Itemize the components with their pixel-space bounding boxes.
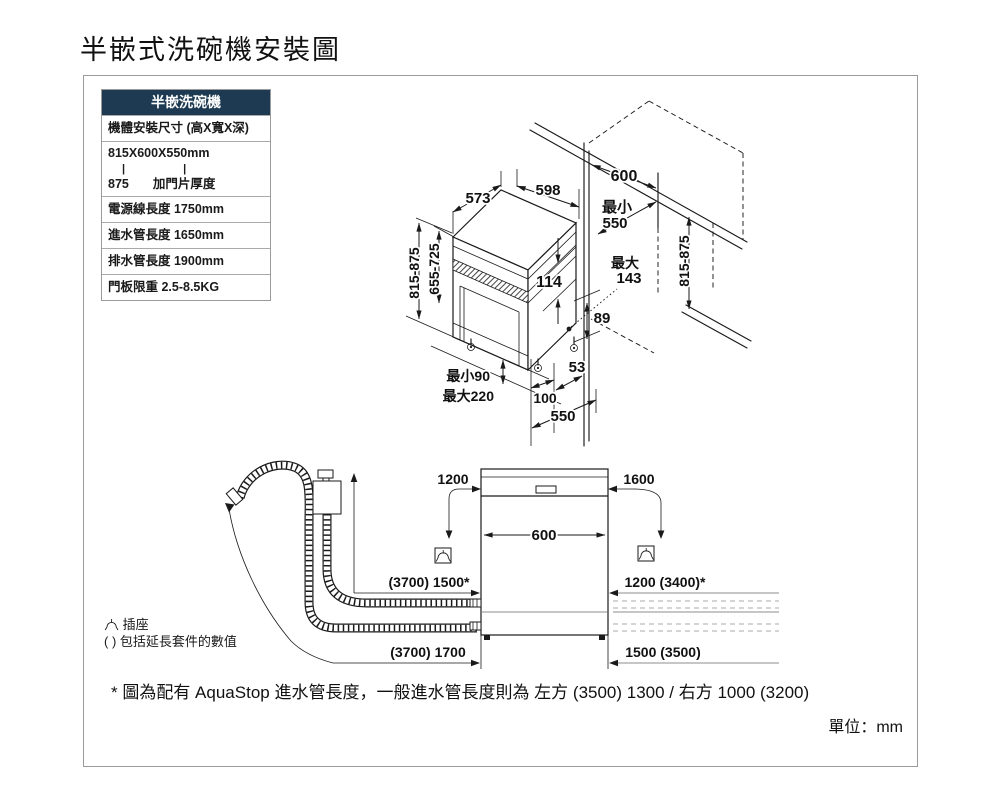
inlet-hose-aquastop — [312, 469, 477, 608]
spec-table: 半嵌洗碗機 機體安裝尺寸 (高X寬X深) 815X600X550mm || 87… — [101, 89, 271, 301]
dim-width-598: 598 — [535, 182, 560, 199]
size-ticks: || — [122, 163, 187, 175]
dim-drain-right: 1500 (3500) — [625, 644, 701, 660]
dim-drain-1700: (3700) 1700 — [390, 644, 466, 660]
legend-socket-line: 插座 — [104, 616, 237, 633]
control-display-icon — [535, 485, 557, 494]
page-title: 半嵌式洗碗機安裝圖 — [80, 35, 341, 65]
dim-cord-1600: 1600 — [623, 471, 654, 487]
size-value: 815X600X550mm — [108, 146, 210, 160]
dim-rear-89: 89 — [594, 310, 611, 327]
dim-base-max220: 最大220 — [443, 388, 495, 404]
spec-row-dim-title: 機體安裝尺寸 (高X寬X深) — [102, 115, 270, 141]
dim-niche-600: 600 — [611, 168, 638, 185]
isometric-installation-diagram: 573 598 600 最小 550 815-875 655-725 114 — [404, 100, 752, 447]
dim-base-min90: 最小90 — [446, 368, 490, 384]
dim-width-600: 600 — [531, 527, 556, 544]
dim-inlet-right: 1200 (3400)* — [625, 574, 707, 590]
foot-right — [599, 635, 605, 640]
dim-conn-100: 100 — [533, 390, 557, 406]
dim-min550-value: 550 — [602, 215, 627, 232]
drain-hose — [225, 460, 477, 633]
dim-cord-1200: 1200 — [437, 471, 468, 487]
dim-height-815-875-left: 815-875 — [406, 247, 422, 299]
dim-height-815-875-right: 815-875 — [676, 235, 692, 287]
spec-row-door-weight: 門板限重 2.5-8.5KG — [102, 274, 270, 300]
spec-row-drain-hose: 排水管長度 1900mm — [102, 248, 270, 274]
plumbing-diagram: 600 1200 1600 — [225, 460, 779, 669]
cord-right-1600: 1600 — [608, 469, 665, 562]
socket-left-icon — [434, 547, 452, 564]
socket-icon — [104, 619, 119, 631]
dishwasher-front-view: 600 — [469, 468, 609, 669]
right-hose-routing: 1200 (3400)* 1500 (3500) — [609, 572, 779, 667]
spec-row-inlet-hose: 進水管長度 1650mm — [102, 222, 270, 248]
dim-inlet-1500: (3700) 1500* — [389, 574, 471, 590]
dim-depth-550: 550 — [550, 408, 575, 425]
dim-front-655-725: 655-725 — [426, 243, 442, 295]
legend: 插座 ( ) 包括延長套件的數值 — [104, 616, 237, 650]
adjustable-feet — [467, 336, 578, 372]
aquastop-valve-icon — [312, 480, 342, 515]
spec-table-header: 半嵌洗碗機 — [102, 90, 270, 115]
tap-fitting-icon — [317, 469, 334, 479]
cord-left-1200: 1200 — [434, 469, 481, 564]
dim-depth-573: 573 — [465, 190, 490, 207]
hose-connectors — [469, 598, 482, 631]
dim-panel-114: 114 — [536, 274, 562, 291]
dim-max143-label: 最大 — [611, 255, 639, 271]
legend-socket-label: 插座 — [122, 617, 149, 632]
dim-min550-label: 最小 — [602, 198, 632, 216]
unit-note: 單位：mm — [828, 719, 903, 736]
legend-paren-note: ( ) 包括延長套件的數值 — [104, 634, 237, 649]
drain-length-left: (3700) 1700 — [225, 503, 480, 667]
spec-row-power-cord: 電源線長度 1750mm — [102, 196, 270, 222]
iso-dimensions: 573 598 600 最小 550 815-875 655-725 114 — [404, 164, 694, 446]
socket-right-icon — [637, 545, 655, 562]
cabinet-niche — [529, 100, 752, 447]
dim-max143-value: 143 — [616, 270, 641, 287]
inlet-length-left: (3700) 1500* — [350, 473, 480, 597]
footnote: * 圖為配有 AquaStop 進水管長度，一般進水管長度則為 左方 (3500… — [111, 683, 810, 702]
foot-left — [484, 635, 490, 640]
dim-offset-53: 53 — [569, 359, 586, 376]
diagram-frame: 半嵌洗碗機 機體安裝尺寸 (高X寬X深) 815X600X550mm || 87… — [83, 75, 918, 767]
